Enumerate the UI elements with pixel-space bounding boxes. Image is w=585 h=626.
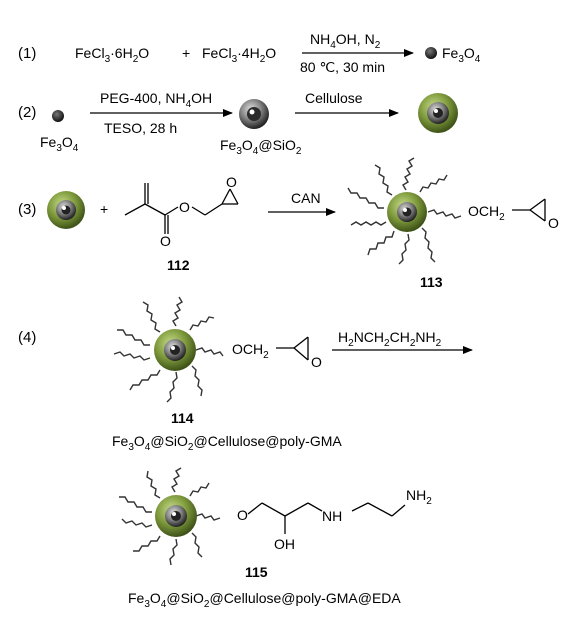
product-115-o: O [237, 507, 248, 523]
product-113-number: 113 [420, 274, 443, 290]
step-4-label: (4) [18, 329, 36, 346]
product-114-name: Fe3O4@SiO2@Cellulose@poly-GMA [112, 433, 342, 453]
product-115-chain [247, 502, 406, 534]
step1-plus: + [182, 45, 190, 61]
fe3o4-start-icon [52, 110, 64, 122]
product-114-group: OCH2 [232, 341, 269, 361]
cellulose-particle-reactant-icon [47, 191, 85, 229]
step1-reactant-a: FeCl3·6H2O [75, 45, 149, 65]
product-115-nh: NH [322, 508, 342, 524]
step2-condition-bottom: TESO, 28 h [104, 120, 177, 136]
step-1-label: (1) [18, 45, 36, 62]
gma-monomer-structure [124, 183, 239, 234]
product-113-group: OCH2 [468, 203, 505, 223]
step-2-label: (2) [18, 104, 36, 121]
step2-intermediate-label: Fe3O4@SiO2 [220, 137, 302, 157]
step1-reactant-b: FeCl3·4H2O [202, 45, 276, 65]
grafted-particle-113-icon [347, 157, 462, 265]
step2-condition2-top: Cellulose [305, 90, 363, 106]
product-114-epoxide [276, 336, 309, 361]
step4-condition-top: H2NCH2CH2NH2 [338, 329, 442, 349]
step1-product: Fe3O4 [442, 45, 481, 65]
fe3o4-nanoparticle-icon [425, 47, 437, 59]
grafted-particle-115-icon [119, 467, 221, 566]
product-114-epoxide-o: O [311, 354, 322, 370]
product-115-oh: OH [274, 536, 295, 552]
gma-epoxide-o: O [226, 174, 237, 190]
cellulose-coated-particle-icon [418, 93, 458, 133]
fe3o4-sio2-particle-icon [239, 99, 269, 129]
product-113-epoxide [512, 198, 546, 222]
step3-condition-top: CAN [291, 190, 321, 206]
step1-condition-top: NH4OH, N2 [310, 31, 381, 51]
product-115-name: Fe3O4@SiO2@Cellulose@poly-GMA@EDA [128, 590, 401, 610]
product-114-number: 114 [171, 410, 194, 426]
step2-start-label: Fe3O4 [40, 134, 79, 154]
product-113-epoxide-o: O [548, 215, 559, 231]
monomer-112-number: 112 [167, 257, 190, 273]
grafted-particle-114-icon [113, 296, 224, 403]
gma-carbonyl-o: O [160, 233, 171, 249]
step1-condition-bottom: 80 ℃, 30 min [300, 59, 385, 75]
step-3-label: (3) [18, 201, 36, 218]
step3-plus: + [100, 201, 108, 217]
gma-ester-o: O [179, 199, 190, 215]
product-115-nh2: NH2 [406, 487, 432, 507]
product-115-number: 115 [245, 564, 268, 580]
step2-condition-top: PEG-400, NH4OH [100, 90, 212, 110]
